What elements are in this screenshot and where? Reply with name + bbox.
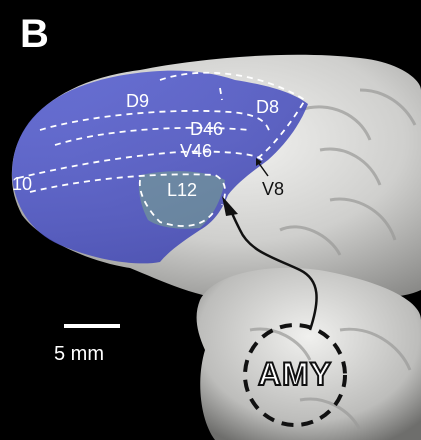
amygdala-connection-arrow — [222, 196, 318, 331]
scale-bar-label: 5 mm — [54, 343, 104, 365]
region-label-l12: L12 — [167, 180, 198, 200]
area-boundaries — [17, 71, 307, 227]
region-label-d9: D9 — [126, 91, 150, 111]
gyri-folds — [249, 88, 417, 431]
temporal-lobe — [196, 267, 421, 440]
region-label-d8: D8 — [256, 97, 280, 117]
l12-overlay — [138, 171, 225, 229]
panel-letter: B — [20, 12, 49, 56]
region-label-v46: V46 — [180, 141, 213, 161]
region-label-area10: 10 — [12, 174, 33, 194]
v8-pointer — [256, 158, 269, 177]
amygdala-label: AMY — [257, 356, 333, 392]
amygdala-circle — [243, 323, 347, 427]
region-label-d46: D46 — [190, 119, 224, 139]
region-label-v8: V8 — [262, 179, 285, 199]
